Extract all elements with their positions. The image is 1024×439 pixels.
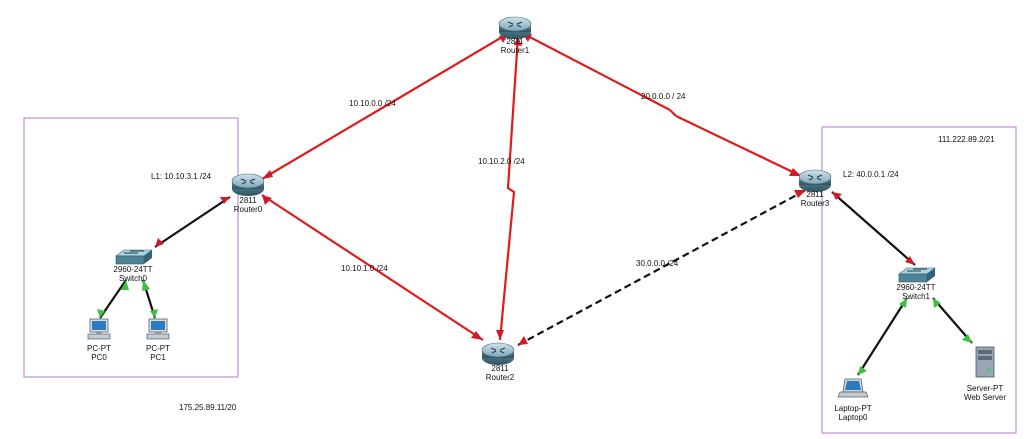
pc-icon [146, 318, 170, 340]
router3-model: 2811 [806, 190, 824, 199]
link-label-r2-r3: 30.0.0.0 /24 [636, 259, 679, 268]
router-icon [498, 16, 532, 40]
link-switch1-laptop0[interactable] [857, 297, 908, 376]
lan-label-l1: L1: 10.10.3.1 /24 [151, 172, 212, 181]
router0-model: 2811 [239, 196, 257, 205]
router2[interactable]: 2811 Router2 [481, 342, 515, 382]
switch-icon [115, 249, 153, 265]
switch0-name: Switch0 [119, 274, 148, 283]
switch1[interactable]: 2960-24TT Switch1 [896, 267, 936, 301]
link-switch1-server[interactable] [932, 297, 973, 344]
pc1-name: PC1 [150, 353, 166, 362]
link-router1-router2[interactable] [496, 35, 522, 341]
server-model: Server-PT [967, 384, 1004, 393]
link-router0-router2[interactable] [261, 194, 484, 341]
switch-icon [898, 267, 936, 283]
laptop0-name: Laptop0 [839, 413, 868, 422]
router1-name: Router1 [501, 46, 530, 55]
switch0[interactable]: 2960-24TT Switch0 [113, 249, 153, 283]
pc0-name: PC0 [91, 353, 107, 362]
router-icon [231, 173, 265, 197]
switch1-model: 2960-24TT [896, 283, 935, 292]
pc1-model: PC-PT [146, 344, 170, 353]
web-server[interactable]: Server-PT Web Server [964, 346, 1006, 402]
link-label-r1-r2: 10.10.2.0 /24 [478, 157, 525, 166]
server-name: Web Server [964, 393, 1006, 402]
switch1-name: Switch1 [902, 292, 931, 301]
laptop0[interactable]: Laptop-PT Laptop0 [834, 378, 872, 422]
router1-model: 2811 [506, 37, 524, 46]
pc0[interactable]: PC-PT PC0 [87, 318, 111, 362]
router-icon [798, 169, 832, 193]
link-router3-switch1[interactable] [831, 191, 916, 266]
left-area-border [23, 117, 239, 378]
switch0-model: 2960-24TT [113, 265, 152, 274]
router3-name: Router3 [801, 199, 830, 208]
right-area-border [821, 126, 1017, 434]
laptop0-model: Laptop-PT [834, 404, 871, 413]
router1[interactable]: 2811 Router1 [498, 16, 532, 55]
router-icon [481, 342, 515, 366]
link-label-r0-r1: 10.10.0.0 /24 [349, 99, 396, 108]
link-pc1-switch0[interactable] [141, 279, 158, 319]
area-label-right: 111.222.89.2/21 [938, 135, 995, 144]
pc0-model: PC-PT [87, 344, 111, 353]
link-router2-router3[interactable] [517, 189, 807, 346]
router0-name: Router0 [234, 205, 263, 214]
link-pc0-switch0[interactable] [97, 279, 129, 319]
lan-label-l2: L2: 40.0.0.1 /24 [843, 170, 899, 179]
link-router1-router3[interactable] [521, 32, 802, 177]
laptop-icon [837, 378, 869, 398]
link-label-r1-r3: 20.0.0.0 / 24 [641, 92, 686, 101]
server-icon [975, 346, 995, 378]
router2-model: 2811 [491, 364, 509, 373]
link-switch0-router0[interactable] [154, 196, 231, 248]
area-label-left: 175.25.89.11/20 [179, 403, 237, 412]
link-label-r0-r2: 10.10.1.0 /24 [341, 264, 388, 273]
router2-name: Router2 [486, 373, 515, 382]
router3[interactable]: 2811 Router3 [798, 169, 832, 208]
pc-icon [87, 318, 111, 340]
pc1[interactable]: PC-PT PC1 [146, 318, 170, 362]
router0[interactable]: 2811 Router0 [231, 173, 265, 214]
